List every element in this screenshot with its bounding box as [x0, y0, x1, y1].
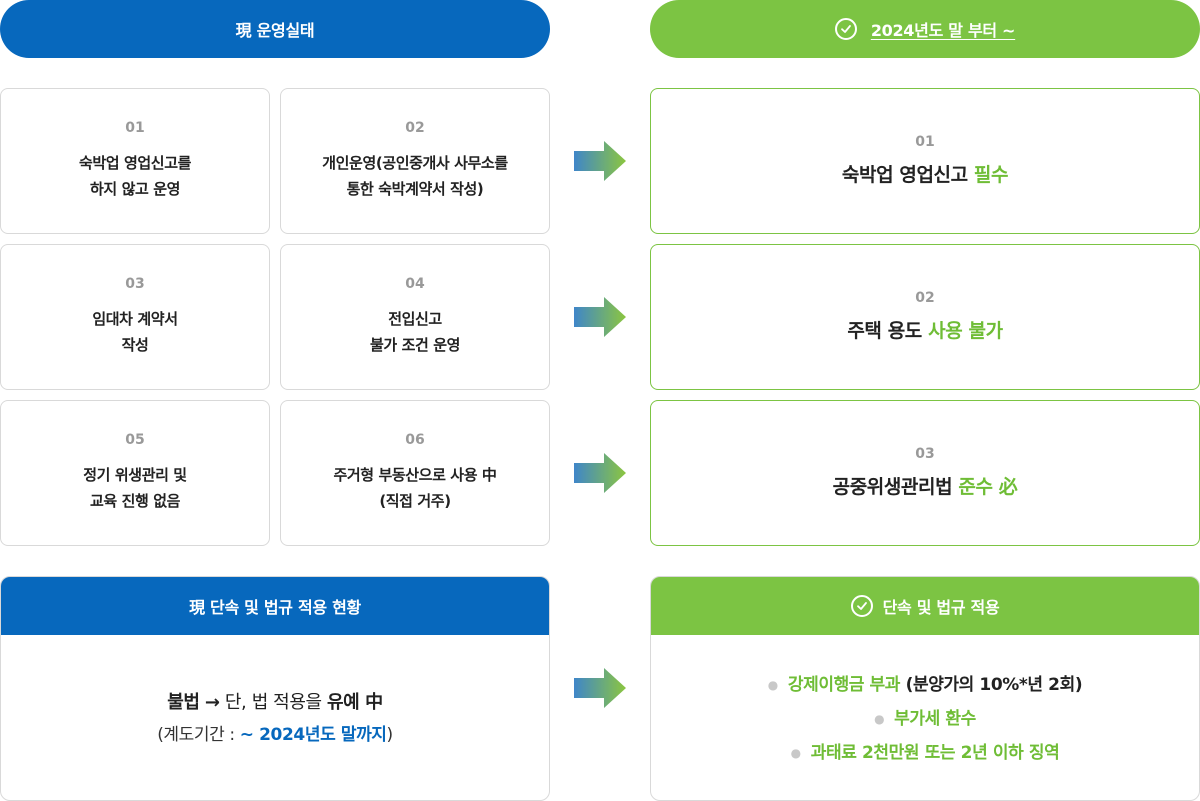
arrow-glyph: →: [204, 691, 220, 713]
panel-header: 단속 및 법규 적용: [651, 577, 1199, 635]
bullet-icon: ●: [790, 745, 801, 760]
item-number: 01: [125, 120, 145, 136]
current-item-06: 06 주거형 부동산으로 사용 中 (직접 거주): [280, 400, 550, 546]
grace-period-date: ~ 2024년도 말까지: [239, 724, 387, 745]
right-arrow-icon: [574, 297, 626, 337]
enforcement-future-panel: 단속 및 법규 적용 ● 강제이행금 부과 (분양가의 10%*년 2회) ● 부가…: [650, 576, 1200, 801]
item-line-2: 작성: [121, 336, 149, 354]
list-item: ● 과태료 2천만원 또는 2년 이하 징역: [791, 736, 1060, 770]
penalty-highlight: 부가세 환수: [894, 708, 976, 729]
right-arrow-icon: [574, 668, 626, 708]
item-text: 공중위생관리법: [832, 476, 953, 498]
future-item-02: 02 주택 용도 사용 불가: [650, 244, 1200, 390]
future-status-title: 2024년도 말 부터 ~: [870, 21, 1016, 40]
item-line-2: 불가 조건 운영: [369, 336, 461, 354]
item-number: 06: [405, 432, 425, 448]
future-item-03: 03 공중위생관리법 준수 必: [650, 400, 1200, 546]
item-highlight: 필수: [973, 164, 1009, 186]
item-line-1: 전입신고: [388, 310, 442, 328]
item-number: 02: [915, 290, 935, 306]
panel-title: 단속 및 법규 적용: [882, 598, 1000, 617]
current-status-header: 現 운영실태: [0, 0, 550, 58]
list-item: ● 강제이행금 부과 (분양가의 10%*년 2회): [767, 668, 1083, 702]
item-text: 숙박업 영업신고: [841, 164, 968, 186]
exception-text: 단, 법 적용을: [224, 691, 322, 713]
check-circle-icon: [834, 18, 857, 40]
current-status-title: 現 운영실태: [235, 21, 315, 40]
item-line-1: 임대차 계약서: [92, 310, 178, 328]
item-line-1: 정기 위생관리 및: [83, 466, 187, 484]
bullet-icon: ●: [874, 711, 885, 726]
deferred-label: 유예 中: [326, 691, 383, 713]
right-arrow-icon: [574, 453, 626, 493]
grace-period-prefix: (계도기간 :: [157, 724, 235, 745]
penalty-highlight: 강제이행금 부과: [787, 674, 901, 695]
panel-body: ● 강제이행금 부과 (분양가의 10%*년 2회) ● 부가세 환수 ● 과태료 2…: [651, 635, 1199, 800]
bullet-icon: ●: [767, 677, 778, 692]
item-text: 주택 용도: [847, 320, 922, 342]
item-number: 04: [405, 276, 425, 292]
penalty-highlight: 과태료 2천만원 또는 2년 이하 징역: [810, 742, 1060, 763]
panel-header: 現 단속 및 법규 적용 현황: [1, 577, 549, 635]
item-highlight: 사용 불가: [928, 320, 1003, 342]
list-item: ● 부가세 환수: [874, 702, 976, 736]
future-item-01: 01 숙박업 영업신고 필수: [650, 88, 1200, 234]
right-arrow-icon: [574, 141, 626, 181]
item-line-2: 통한 숙박계약서 작성): [346, 180, 484, 198]
item-number: 03: [915, 446, 935, 462]
item-highlight: 준수 必: [958, 476, 1018, 498]
item-line-1: 개인운영(공인중개사 사무소를: [322, 154, 508, 172]
grace-period-suffix: ): [386, 724, 394, 745]
penalty-detail: (분양가의 10%*년 2회): [905, 674, 1083, 695]
item-line-1: 주거형 부동산으로 사용 中: [333, 466, 497, 484]
item-line-1: 숙박업 영업신고를: [78, 154, 192, 172]
enforcement-current-panel: 現 단속 및 법규 적용 현황 불법 → 단, 법 적용을 유예 中 (계도기간…: [0, 576, 550, 801]
future-status-header: 2024년도 말 부터 ~: [650, 0, 1200, 58]
item-line-2: 교육 진행 없음: [89, 492, 181, 510]
panel-body: 불법 → 단, 법 적용을 유예 中 (계도기간 : ~ 2024년도 말까지): [1, 635, 549, 800]
illegal-label: 불법: [167, 691, 200, 713]
check-circle-icon: [850, 595, 873, 617]
item-number: 05: [125, 432, 145, 448]
item-number: 01: [915, 134, 935, 150]
item-number: 02: [405, 120, 425, 136]
item-line-2: (직접 거주): [379, 492, 451, 510]
panel-title: 現 단속 및 법규 적용 현황: [189, 598, 361, 617]
item-line-2: 하지 않고 운영: [89, 180, 181, 198]
item-number: 03: [125, 276, 145, 292]
